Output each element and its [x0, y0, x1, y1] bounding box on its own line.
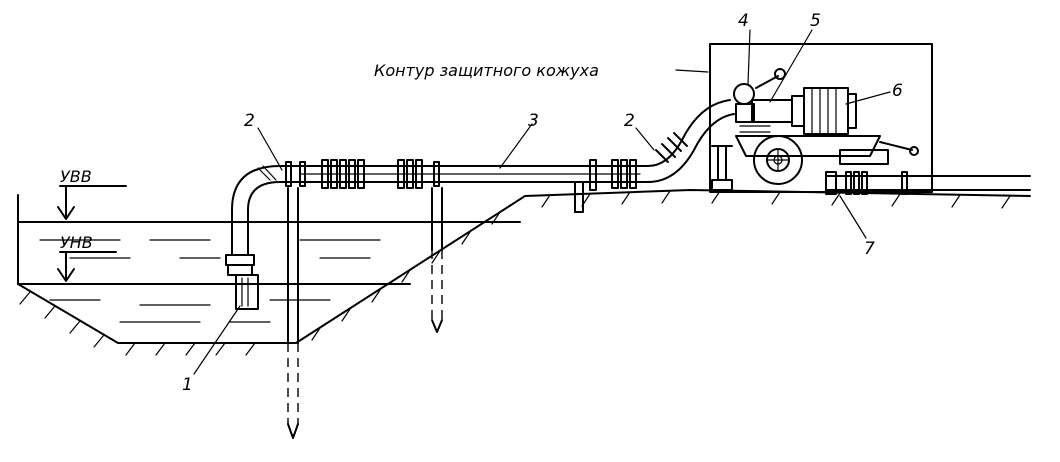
pump-valve — [733, 68, 786, 123]
housing-caption: Контур защитного кожуха — [374, 61, 599, 80]
callout-1-label: 1 — [182, 375, 193, 395]
callout-4-label: 4 — [738, 11, 749, 31]
callout-2-left: 2 — [244, 111, 283, 171]
protective-housing-outline — [709, 43, 933, 193]
callout-2-right-label: 2 — [624, 111, 635, 131]
callout-3: 3 — [499, 111, 539, 169]
callout-1: 1 — [182, 305, 241, 395]
electric-motor — [803, 87, 857, 135]
callout-3-label: 3 — [528, 111, 539, 131]
callout-4: 4 — [738, 11, 751, 85]
pump-suction-bend — [647, 99, 735, 183]
support-stake-left — [287, 187, 299, 439]
callout-2-right: 2 — [624, 111, 655, 151]
high-water-level-marker: УВВ — [57, 167, 127, 220]
high-water-level-label: УВВ — [60, 167, 92, 186]
callout-6-label: 6 — [892, 81, 903, 101]
ground-profile — [17, 189, 1031, 356]
trailer-frame — [735, 135, 919, 165]
support-stake-middle — [431, 187, 443, 333]
low-water-level-marker: УНВ — [57, 233, 117, 282]
pipe-coupling-left — [321, 159, 365, 189]
intake-strainer — [225, 254, 259, 310]
pipe-coupling-middle — [397, 159, 423, 189]
callout-2-left-label: 2 — [244, 111, 255, 131]
suction-pipe — [231, 165, 297, 256]
callout-7-label: 7 — [864, 239, 875, 259]
water-body — [17, 221, 521, 323]
trailer-wheel — [753, 135, 803, 185]
callout-6: 6 — [845, 81, 903, 105]
callout-5-label: 5 — [810, 11, 821, 31]
pipe-flanges — [285, 159, 597, 213]
callout-5: 5 — [769, 11, 821, 103]
callout-7: 7 — [839, 195, 875, 259]
support-jack — [711, 145, 733, 191]
discharge-pipe — [825, 171, 1031, 195]
pipe-coupling-right — [611, 159, 637, 189]
low-water-level-label: УНВ — [60, 233, 93, 252]
housing-leader — [675, 69, 709, 73]
